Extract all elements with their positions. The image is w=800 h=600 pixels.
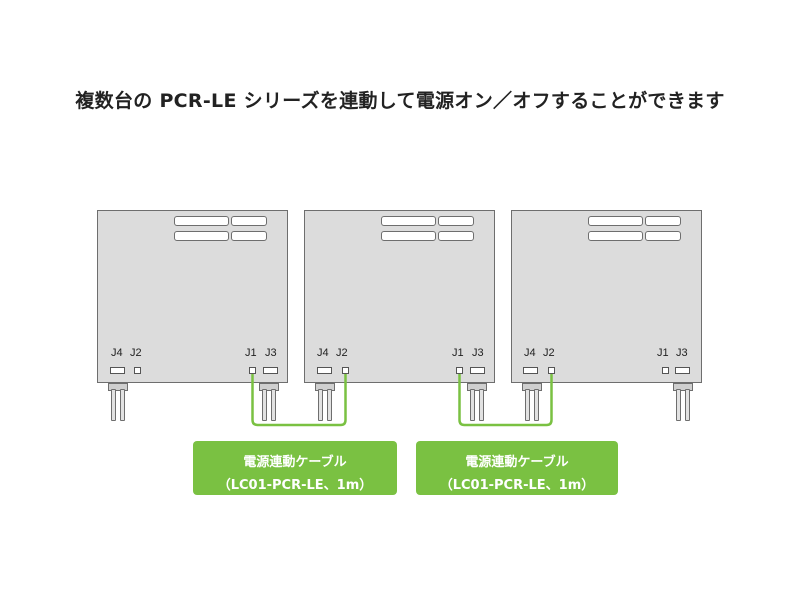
cable-2-model: （LC01-PCR-LE、1m） bbox=[439, 478, 595, 493]
unit-1-j3-label: J3 bbox=[265, 347, 277, 359]
unit-3-j1-port bbox=[662, 367, 669, 374]
unit-1-vent bbox=[231, 231, 267, 241]
unit-2-j4-port bbox=[317, 367, 332, 374]
unit-3-j4-port bbox=[523, 367, 538, 374]
diagram-title: 複数台の PCR-LE シリーズを連動して電源オン／オフすることができます bbox=[75, 90, 725, 112]
unit-2-right-foot bbox=[467, 383, 487, 421]
unit-3-j2-label: J2 bbox=[543, 347, 555, 359]
unit-2-j2-label: J2 bbox=[336, 347, 348, 359]
unit-2-j3-port bbox=[470, 367, 485, 374]
cable-2-line bbox=[458, 374, 553, 427]
unit-1-vent bbox=[174, 216, 229, 226]
cable-2-label: 電源連動ケーブル （LC01-PCR-LE、1m） bbox=[416, 441, 618, 495]
unit-1-j4-port bbox=[110, 367, 125, 374]
unit-3-j4-label: J4 bbox=[524, 347, 536, 359]
unit-2-vent bbox=[381, 231, 436, 241]
unit-2-left-foot bbox=[315, 383, 335, 421]
unit-1-j2-port bbox=[134, 367, 141, 374]
unit-3-vent bbox=[645, 231, 681, 241]
cable-1-line bbox=[251, 374, 347, 427]
unit-1-vent bbox=[174, 231, 229, 241]
unit-2-vent bbox=[438, 216, 474, 226]
unit-3-j2-port bbox=[548, 367, 555, 374]
unit-3-j3-port bbox=[675, 367, 690, 374]
cable-1-name: 電源連動ケーブル bbox=[243, 455, 347, 470]
unit-1-j1-label: J1 bbox=[245, 347, 257, 359]
cable-1-model: （LC01-PCR-LE、1m） bbox=[217, 478, 373, 493]
unit-3-vent bbox=[588, 231, 643, 241]
unit-3-right-foot bbox=[673, 383, 693, 421]
unit-1-j3-port bbox=[263, 367, 278, 374]
unit-3-vent bbox=[645, 216, 681, 226]
unit-1-j2-label: J2 bbox=[130, 347, 142, 359]
cable-2-name: 電源連動ケーブル bbox=[465, 455, 569, 470]
unit-1-right-foot bbox=[259, 383, 279, 421]
unit-3-vent bbox=[588, 216, 643, 226]
unit-2-vent bbox=[438, 231, 474, 241]
unit-3-left-foot bbox=[522, 383, 542, 421]
unit-1-j1-port bbox=[249, 367, 256, 374]
unit-2-j1-label: J1 bbox=[452, 347, 464, 359]
cable-1-label: 電源連動ケーブル （LC01-PCR-LE、1m） bbox=[193, 441, 397, 495]
unit-3-j1-label: J1 bbox=[657, 347, 669, 359]
unit-1-vent bbox=[231, 216, 267, 226]
unit-2-vent bbox=[381, 216, 436, 226]
unit-1-j4-label: J4 bbox=[111, 347, 123, 359]
unit-3-j3-label: J3 bbox=[676, 347, 688, 359]
unit-2-j2-port bbox=[342, 367, 349, 374]
unit-2-j3-label: J3 bbox=[472, 347, 484, 359]
unit-1-left-foot bbox=[108, 383, 128, 421]
unit-2-j1-port bbox=[456, 367, 463, 374]
unit-2-j4-label: J4 bbox=[317, 347, 329, 359]
